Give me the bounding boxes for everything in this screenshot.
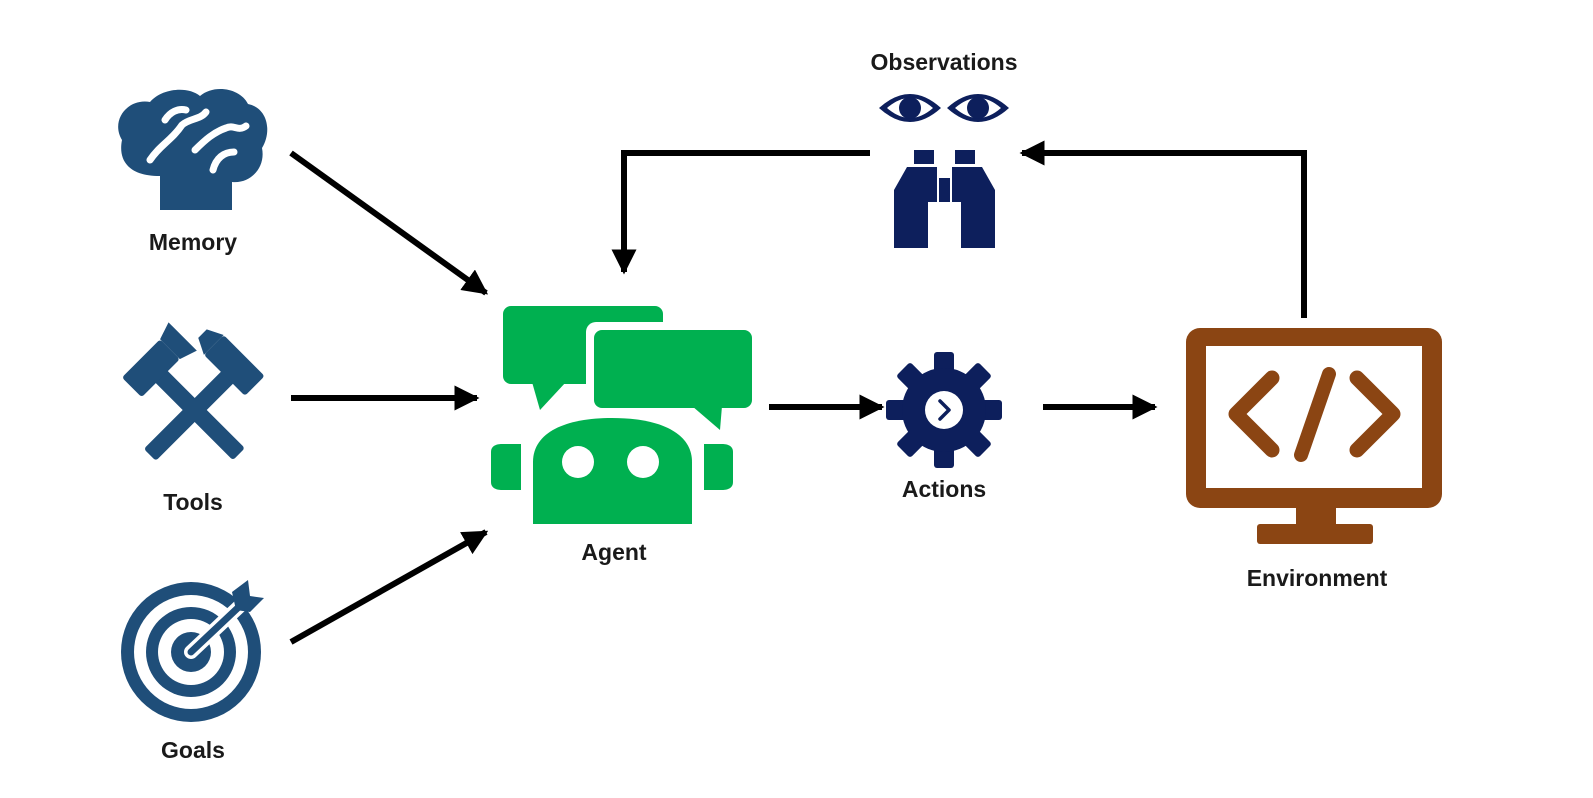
edge-observations-agent [611,150,870,275]
actions-label: Actions [901,476,987,502]
eyes-binoculars-icon [879,94,1009,248]
crossed-hammers-icon [123,322,264,460]
target-arrow-icon [121,580,264,722]
gear-play-icon [886,352,1002,468]
tools-label: Tools [163,489,223,515]
goals-label: Goals [161,737,225,763]
brain-icon [118,89,268,210]
environment-label: Environment [1246,565,1388,591]
edge-environment-observations [1019,140,1307,318]
observations-label: Observations [870,49,1018,75]
memory-label: Memory [148,229,238,255]
code-monitor-icon [1186,328,1442,544]
edge-memory-agent [289,150,489,296]
agent-label: Agent [581,539,647,565]
chatbot-icon [491,306,759,524]
edge-goals-agent [289,529,489,645]
